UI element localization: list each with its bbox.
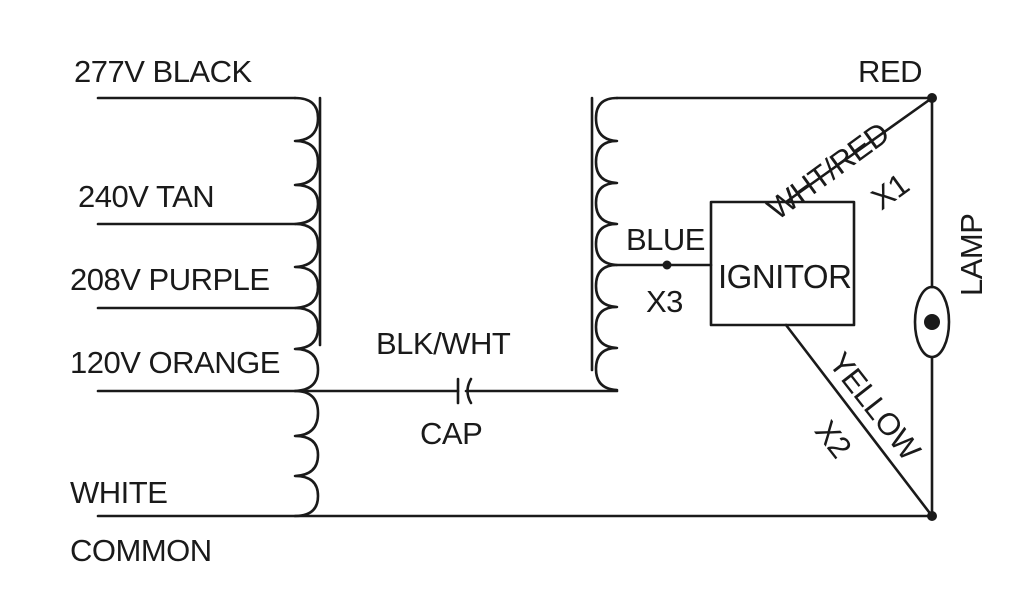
ignitor-label: IGNITOR: [718, 258, 852, 295]
ignitor-box: [709, 200, 856, 327]
lamp-bulb-icon: [913, 285, 951, 359]
primary-coil: [293, 96, 320, 518]
label-x3: X3: [646, 284, 683, 319]
secondary-coil: [594, 96, 619, 392]
label-208v-purple: 208V PURPLE: [70, 262, 270, 297]
label-red: RED: [858, 54, 922, 89]
label-common: COMMON: [70, 533, 212, 568]
wire-wht-red: [784, 96, 934, 204]
junction-blue: [662, 260, 672, 270]
label-120v-orange: 120V ORANGE: [70, 345, 280, 380]
label-277v-black: 277V BLACK: [74, 54, 252, 89]
label-white: WHITE: [70, 475, 168, 510]
lamp-filament-dot: [924, 314, 940, 330]
label-lamp: LAMP: [954, 213, 989, 296]
label-blue: BLUE: [626, 222, 705, 257]
label-cap: CAP: [420, 416, 483, 451]
label-240v-tan: 240V TAN: [78, 179, 215, 214]
label-blk-wht: BLK/WHT: [376, 326, 511, 361]
junction-common: [927, 511, 937, 521]
junction-red: [927, 93, 937, 103]
wire-yellow: [784, 323, 934, 518]
